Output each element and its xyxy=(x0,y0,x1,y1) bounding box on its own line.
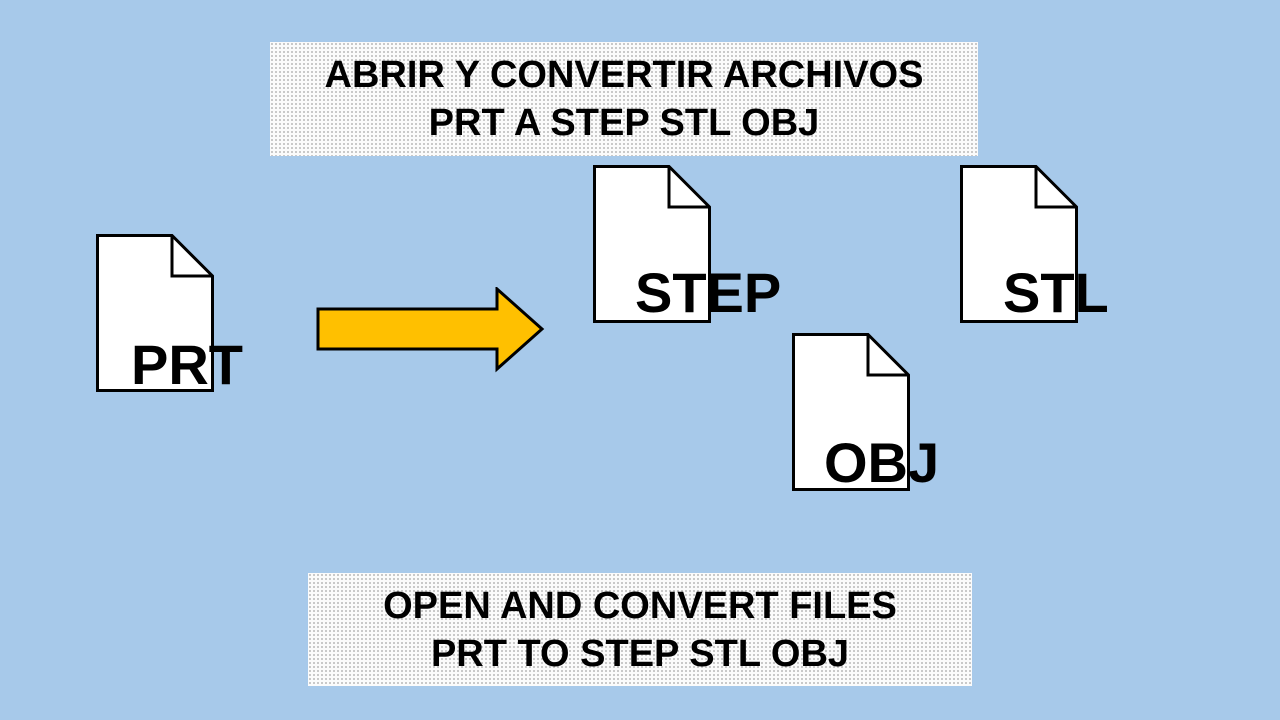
step-file-label: STEP xyxy=(635,261,782,324)
right-arrow-icon xyxy=(316,285,548,380)
step-file: STEP xyxy=(593,165,781,323)
english-title-box: OPEN AND CONVERT FILES PRT TO STEP STL O… xyxy=(308,573,972,686)
english-title-line-2: PRT TO STEP STL OBJ xyxy=(430,632,850,675)
stl-file-label: STL xyxy=(1003,261,1109,324)
document-icon xyxy=(593,165,711,323)
spanish-title-line-2: PRT A STEP STL OBJ xyxy=(428,102,820,144)
document-icon xyxy=(960,165,1078,323)
obj-file: OBJ xyxy=(792,333,939,491)
document-icon xyxy=(792,333,910,491)
spanish-title-line-1: ABRIR Y CONVERTIR ARCHIVOS xyxy=(324,54,924,96)
document-icon xyxy=(96,234,214,392)
spanish-title-box: ABRIR Y CONVERTIR ARCHIVOS PRT A STEP ST… xyxy=(270,42,978,156)
english-title-line-1: OPEN AND CONVERT FILES xyxy=(383,584,897,627)
prt-file: PRT xyxy=(96,234,243,393)
obj-file-label: OBJ xyxy=(824,431,940,494)
prt-file-label: PRT xyxy=(131,333,243,396)
stl-file: STL xyxy=(960,165,1109,323)
